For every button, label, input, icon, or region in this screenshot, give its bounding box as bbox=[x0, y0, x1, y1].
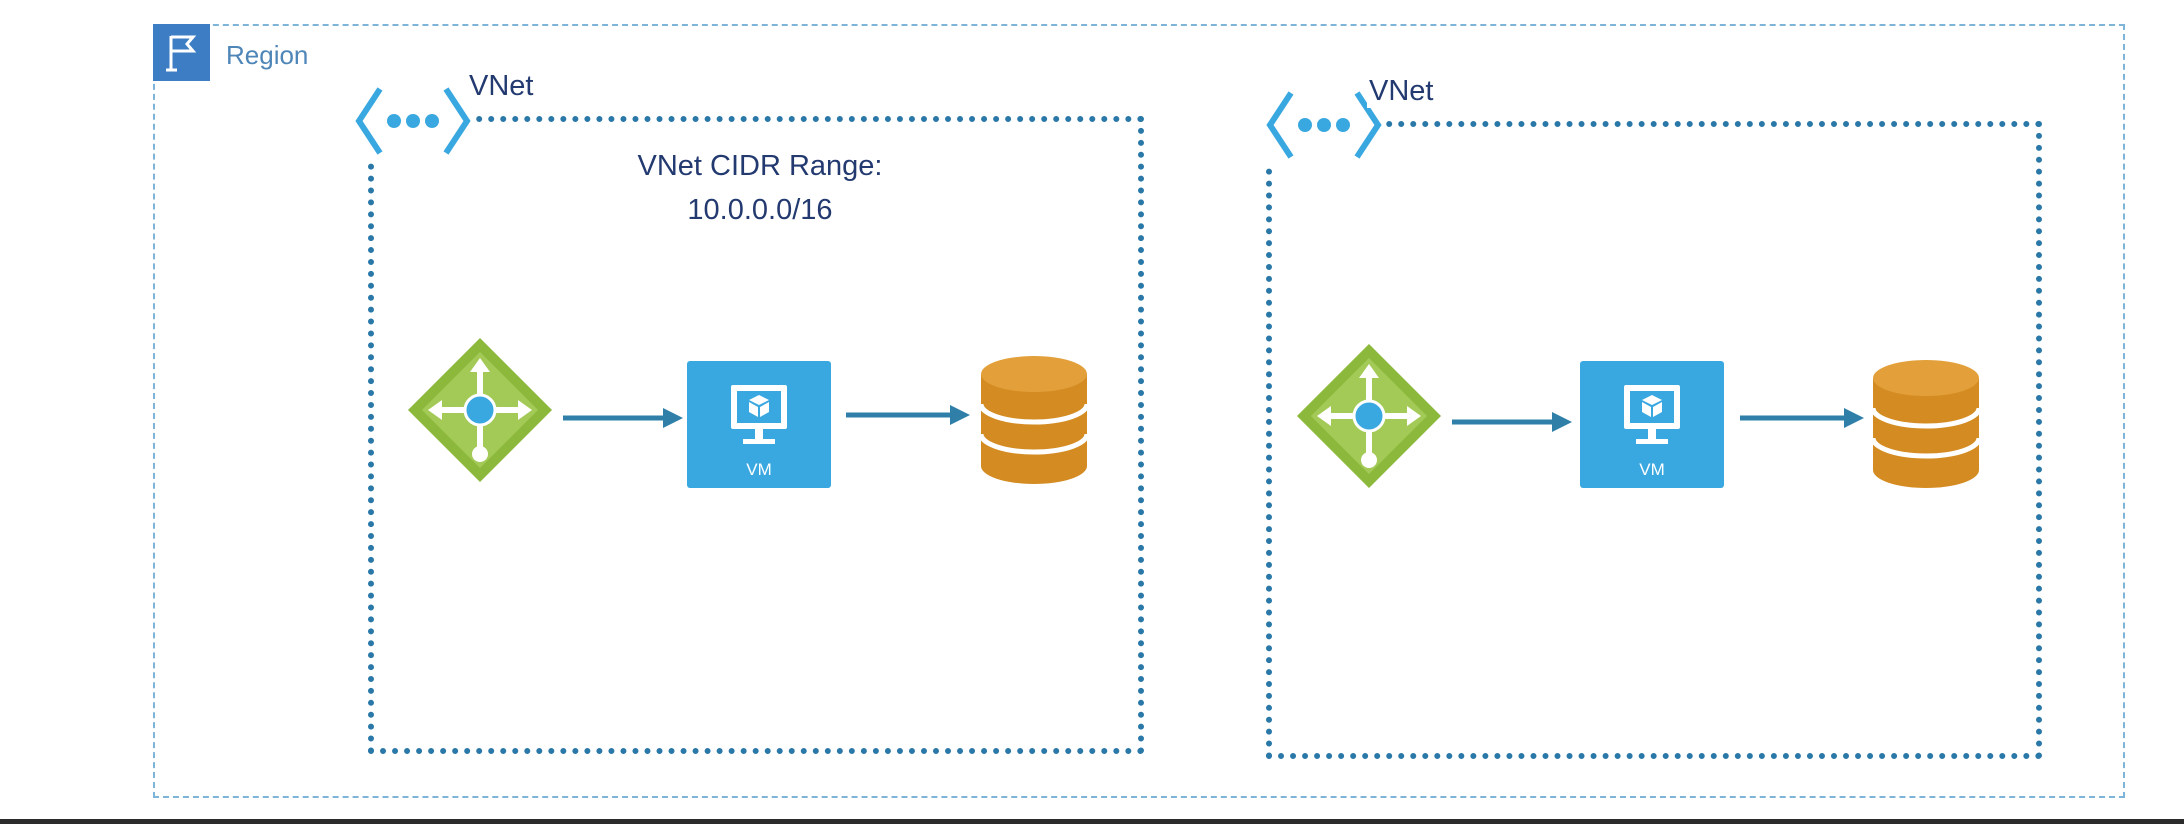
arrow-connector bbox=[563, 406, 683, 430]
database-icon bbox=[1870, 358, 1982, 490]
vnet-icon bbox=[354, 81, 472, 161]
vnet-label: VNet bbox=[1367, 75, 1436, 108]
arrow-connector bbox=[1452, 410, 1572, 434]
arrow-connector bbox=[1740, 406, 1864, 430]
gateway-icon bbox=[404, 334, 556, 486]
bottom-edge-bar bbox=[0, 819, 2184, 824]
vnet-icon bbox=[1265, 85, 1383, 165]
vnet-boundary bbox=[368, 116, 1144, 754]
cidr-range-text: VNet CIDR Range: 10.0.0.0/16 bbox=[610, 144, 910, 232]
flag-icon bbox=[153, 24, 210, 81]
vm-label: VM bbox=[746, 460, 772, 479]
cidr-title: VNet CIDR Range: bbox=[637, 150, 883, 182]
region-label: Region bbox=[226, 40, 309, 70]
arrow-connector bbox=[846, 403, 970, 427]
vnet-label: VNet bbox=[467, 70, 536, 103]
database-icon bbox=[978, 354, 1090, 486]
vm-icon: VM bbox=[687, 361, 831, 488]
vnet-boundary bbox=[1266, 121, 2042, 759]
cidr-value: 10.0.0.0/16 bbox=[687, 194, 833, 226]
vm-label: VM bbox=[1639, 460, 1665, 479]
vm-icon: VM bbox=[1580, 361, 1724, 488]
gateway-icon bbox=[1293, 340, 1445, 492]
region-boundary bbox=[153, 24, 2125, 798]
